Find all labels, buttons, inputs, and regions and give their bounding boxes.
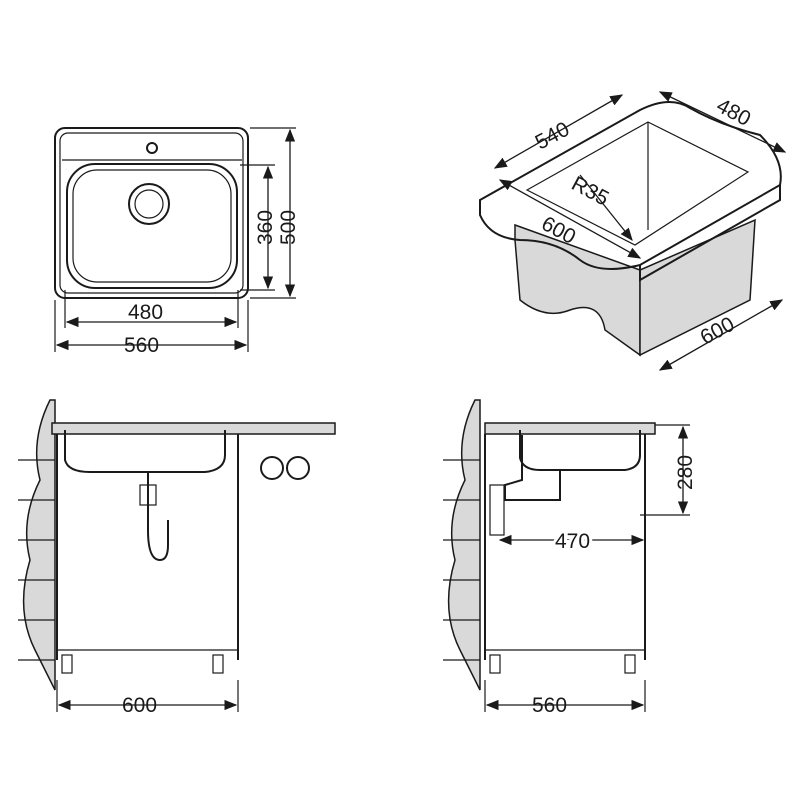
dim-depth: 280 bbox=[674, 455, 697, 490]
front-view: 600 bbox=[18, 399, 336, 717]
dim-width: 480 bbox=[713, 94, 755, 131]
dim-cabinet-width: 600 bbox=[122, 694, 157, 717]
tap-hole-icon bbox=[146, 142, 158, 154]
dim-drain-offset: 470 bbox=[555, 530, 590, 553]
dim-inner-width: 480 bbox=[128, 301, 163, 324]
dim-outer-height: 500 bbox=[277, 210, 300, 245]
top-view: 360 500 480 560 bbox=[54, 127, 300, 357]
dim-inner-height: 360 bbox=[254, 210, 277, 245]
isometric-view: 540 480 R35 600 600 bbox=[479, 91, 787, 371]
drain-icon bbox=[128, 183, 170, 225]
dim-length: 540 bbox=[532, 118, 574, 155]
dim-radius: R35 bbox=[568, 172, 613, 210]
dim-outer-width: 560 bbox=[124, 334, 159, 357]
side-view: 280 470 560 bbox=[443, 399, 697, 717]
dim-cabinet-depth: 560 bbox=[532, 694, 567, 717]
